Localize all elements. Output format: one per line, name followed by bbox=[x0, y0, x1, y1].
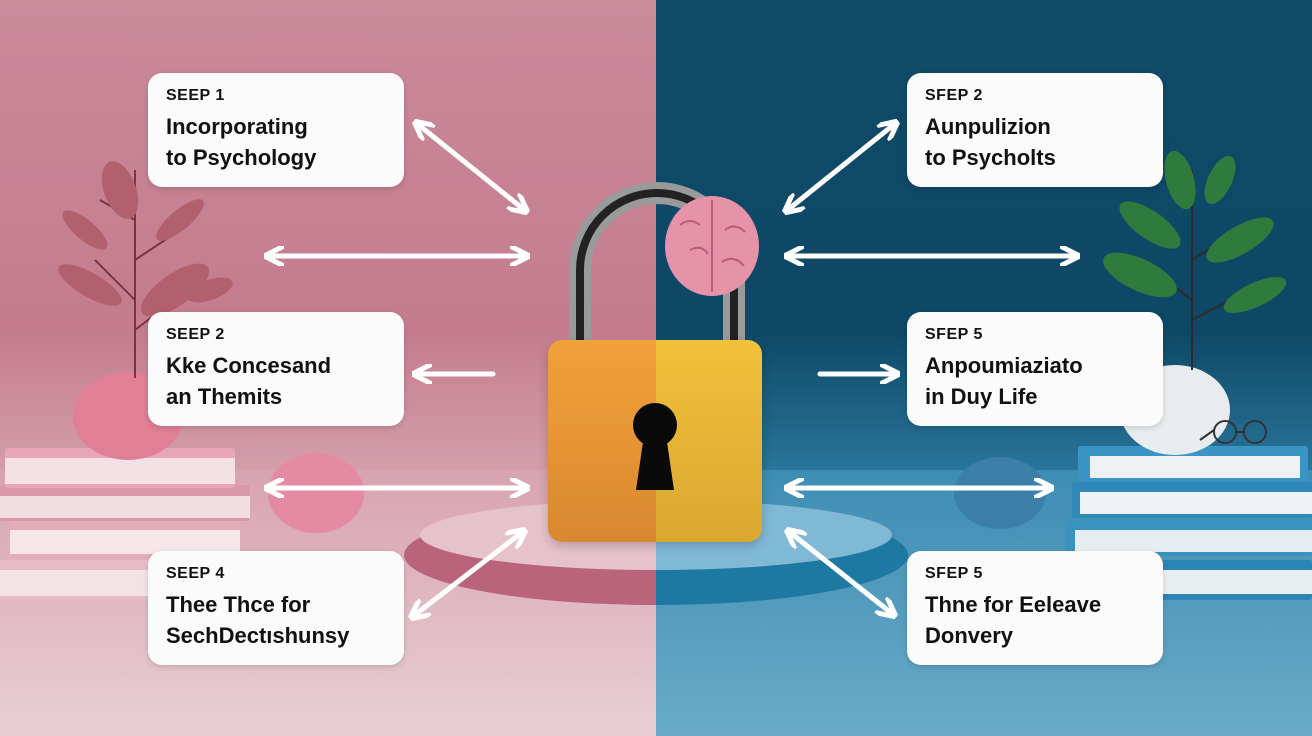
step-title-line2: SechDectıshunsy bbox=[166, 623, 350, 648]
step-title-line1: Thne for Eeleave bbox=[925, 592, 1102, 617]
step-title-line2: to Psycholts bbox=[925, 145, 1056, 170]
step-title-line1: Aunpulizion bbox=[925, 114, 1051, 139]
step-card-2: SFEP 2 Aunpulizion to Psycholts bbox=[907, 73, 1163, 187]
step-card-1: SEEP 1 Incorporating to Psychology bbox=[148, 73, 404, 187]
step-card-5: SEEP 4 Thee Thce for SechDectıshunsy bbox=[148, 551, 404, 665]
step-title-line1: Incorporating bbox=[166, 114, 308, 139]
right-leaves bbox=[1103, 150, 1287, 314]
arrow-step2 bbox=[790, 126, 892, 208]
step-title-line2: to Psychology bbox=[166, 145, 317, 170]
step-title-line2: in Duy Life bbox=[925, 384, 1038, 409]
step-card-3: SEEP 2 Kke Concesand an Themits bbox=[148, 312, 404, 426]
step-title-line1: Kke Concesand bbox=[166, 353, 332, 378]
step-title-line1: Anpoumiaziato bbox=[925, 353, 1083, 378]
step-title-line2: Donvery bbox=[925, 623, 1014, 648]
step-label: SEEP 2 bbox=[166, 326, 225, 343]
step-label: SFEP 5 bbox=[925, 565, 983, 582]
left-leaves bbox=[58, 161, 233, 317]
keyhole-icon bbox=[633, 403, 677, 490]
step-card-4: SFEP 5 Anpoumiaziato in Duy Life bbox=[907, 312, 1163, 426]
step-card-6: SFEP 5 Thne for Eeleave Donvery bbox=[907, 551, 1163, 665]
arrow-step1 bbox=[420, 126, 522, 208]
eyeglasses-icon bbox=[1199, 420, 1267, 444]
step-label: SEEP 1 bbox=[166, 87, 225, 104]
step-title-line2: an Themits bbox=[166, 384, 283, 409]
step-label: SFEP 2 bbox=[925, 87, 983, 104]
step-label: SEEP 4 bbox=[166, 565, 225, 582]
step-label: SFEP 5 bbox=[925, 326, 983, 343]
padlock-icon bbox=[548, 340, 762, 542]
arrow-step5 bbox=[416, 534, 520, 614]
step-title-line1: Thee Thce for bbox=[166, 592, 311, 617]
arrow-step6 bbox=[792, 534, 890, 612]
